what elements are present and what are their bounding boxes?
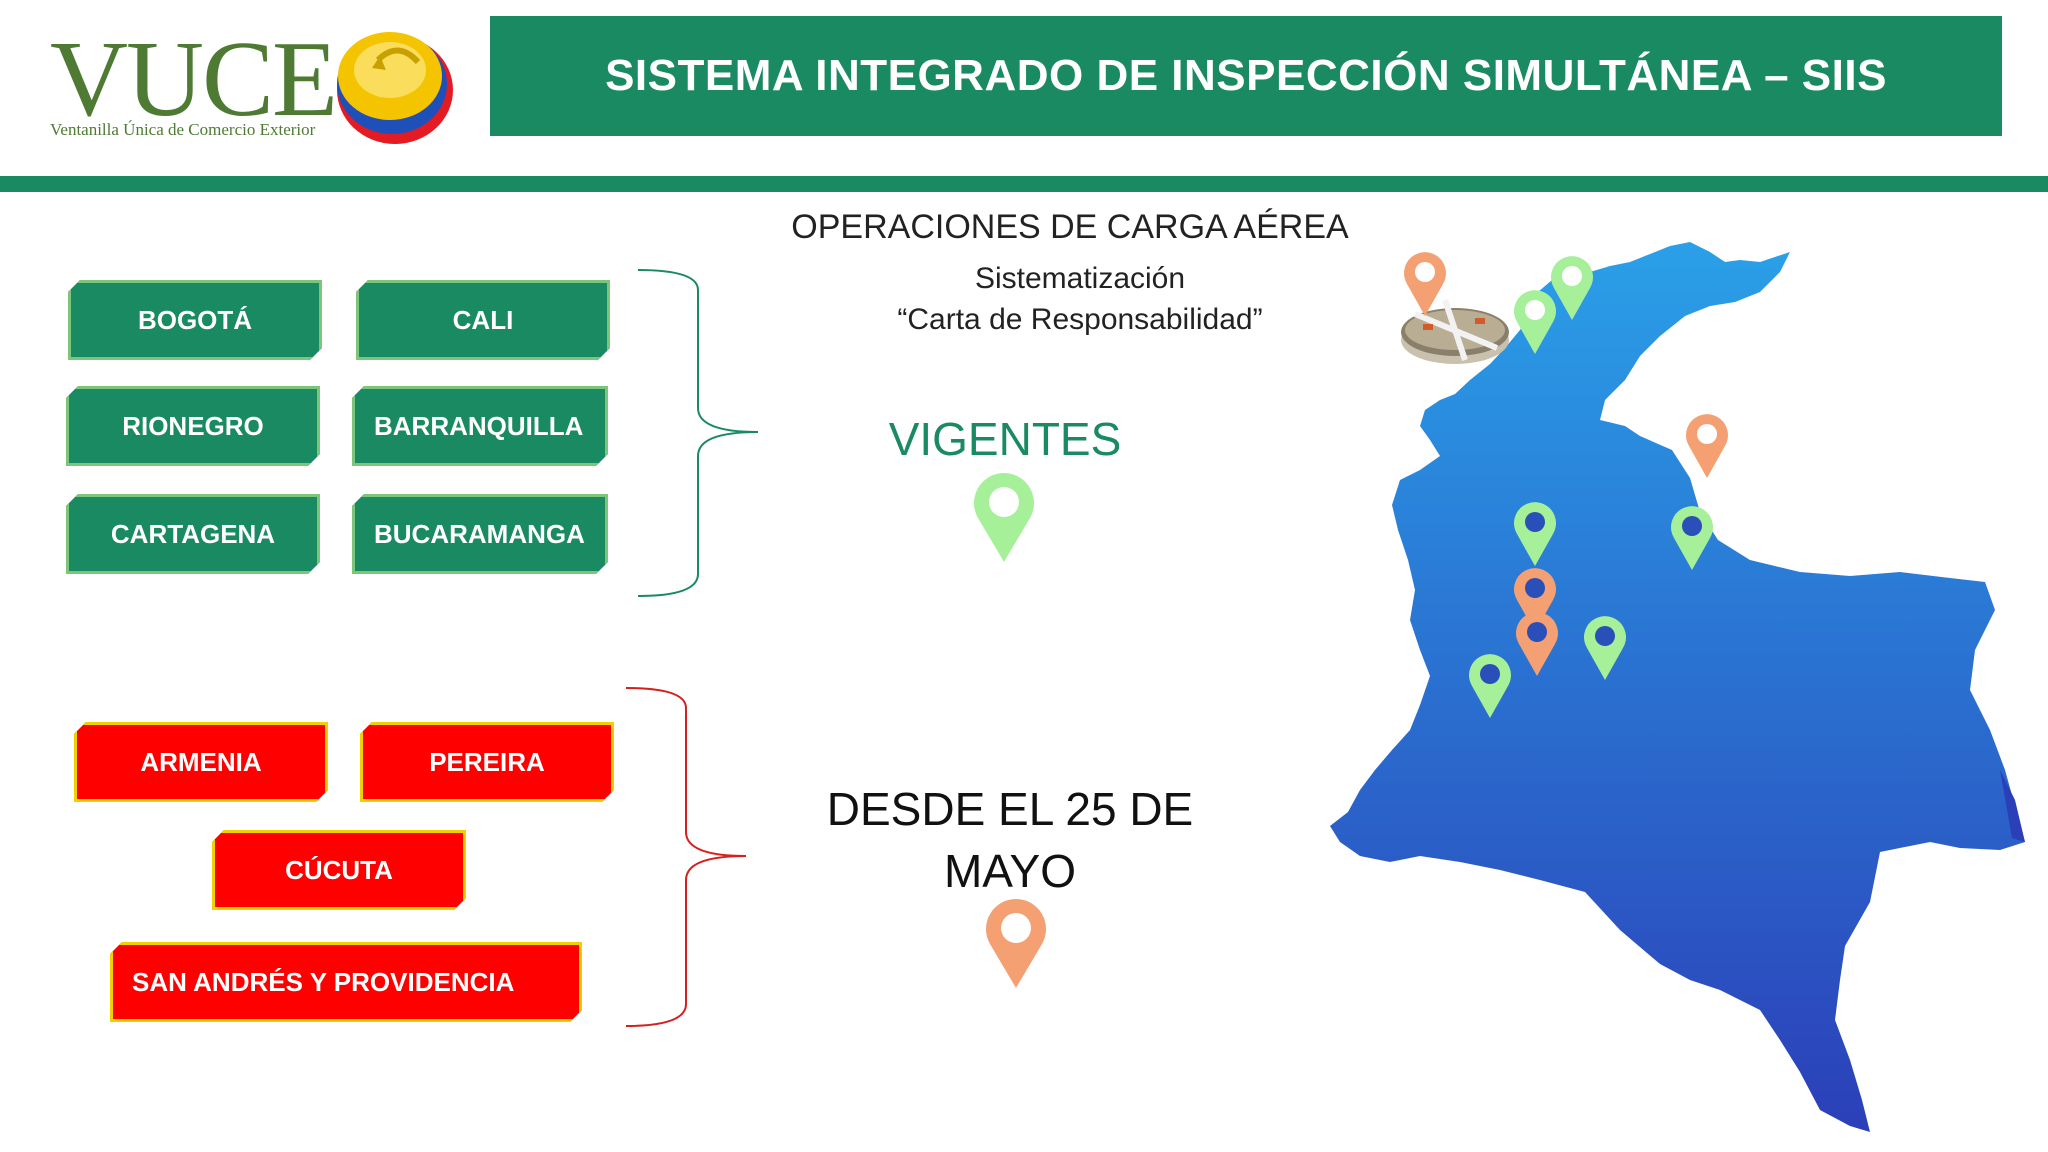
green-map-pin-icon [1514, 290, 1556, 354]
city-label: RIONEGRO [122, 410, 264, 441]
city-label: BARRANQUILLA [374, 410, 584, 441]
green-map-pin-icon [1514, 502, 1556, 566]
orange-map-pin-icon [1516, 612, 1558, 676]
operations-subtitle-1: Sistematización [974, 262, 1186, 295]
orange-map-pin-icon [1514, 568, 1556, 632]
green-map-pin-icon [1469, 654, 1511, 718]
green-map-pin-icon [974, 473, 1034, 562]
operations-subtitle-2: “Carta de Responsabilidad” [897, 303, 1263, 336]
city-label: ARMENIA [140, 746, 262, 777]
city-badge-rionegro: RIONEGRO [66, 386, 320, 466]
city-badge-bogota: BOGOTÁ [68, 280, 322, 360]
logo-wordmark: VUCE [50, 20, 338, 139]
city-badge-armenia: ARMENIA [74, 722, 328, 802]
green-brace [637, 269, 759, 597]
city-badge-san-andres: SAN ANDRÉS Y PROVIDENCIA [110, 942, 582, 1022]
city-badge-cali: CALI [356, 280, 610, 360]
city-badge-pereira: PEREIRA [360, 722, 614, 802]
vuce-logo: VUCE Ventanilla Única de Comercio Exteri… [40, 18, 460, 148]
header-title-bar: SISTEMA INTEGRADO DE INSPECCIÓN SIMULTÁN… [490, 16, 2002, 136]
city-badge-cucuta: CÚCUTA [212, 830, 466, 910]
header-title: SISTEMA INTEGRADO DE INSPECCIÓN SIMULTÁN… [605, 51, 1887, 100]
header-divider [0, 176, 2048, 192]
city-label: BUCARAMANGA [374, 518, 585, 549]
orange-map-pin-icon [1404, 252, 1446, 316]
green-map-pin-icon [1551, 256, 1593, 320]
upcoming-status-line-1: DESDE EL 25 DE [826, 783, 1194, 835]
city-badge-cartagena: CARTAGENA [66, 494, 320, 574]
logo-tagline: Ventanilla Única de Comercio Exterior [50, 120, 316, 139]
colombia-map-icon [1330, 242, 2025, 1132]
city-badge-barranquilla: BARRANQUILLA [352, 386, 608, 466]
green-map-pin-icon [1584, 616, 1626, 680]
active-status-label: VIGENTES [888, 413, 1122, 465]
red-brace [625, 687, 747, 1027]
city-label: CÚCUTA [285, 854, 393, 885]
upcoming-status-label: DESDE EL 25 DE MAYO [790, 778, 1230, 902]
city-badge-bucaramanga: BUCARAMANGA [352, 494, 608, 574]
orange-map-pin-icon [1686, 414, 1728, 478]
upcoming-status-line-2: MAYO [943, 845, 1077, 897]
logo-swirl-icon [337, 32, 453, 144]
airport-plane-icon [1401, 299, 1509, 364]
operations-title: OPERACIONES DE CARGA AÉREA [791, 208, 1349, 246]
city-label: PEREIRA [429, 746, 545, 777]
city-label: SAN ANDRÉS Y PROVIDENCIA [132, 966, 515, 997]
city-label: CALI [452, 304, 514, 335]
green-map-pin-icon [1671, 506, 1713, 570]
city-label: BOGOTÁ [137, 304, 253, 335]
orange-map-pin-icon [986, 899, 1046, 988]
city-label: CARTAGENA [110, 518, 276, 549]
